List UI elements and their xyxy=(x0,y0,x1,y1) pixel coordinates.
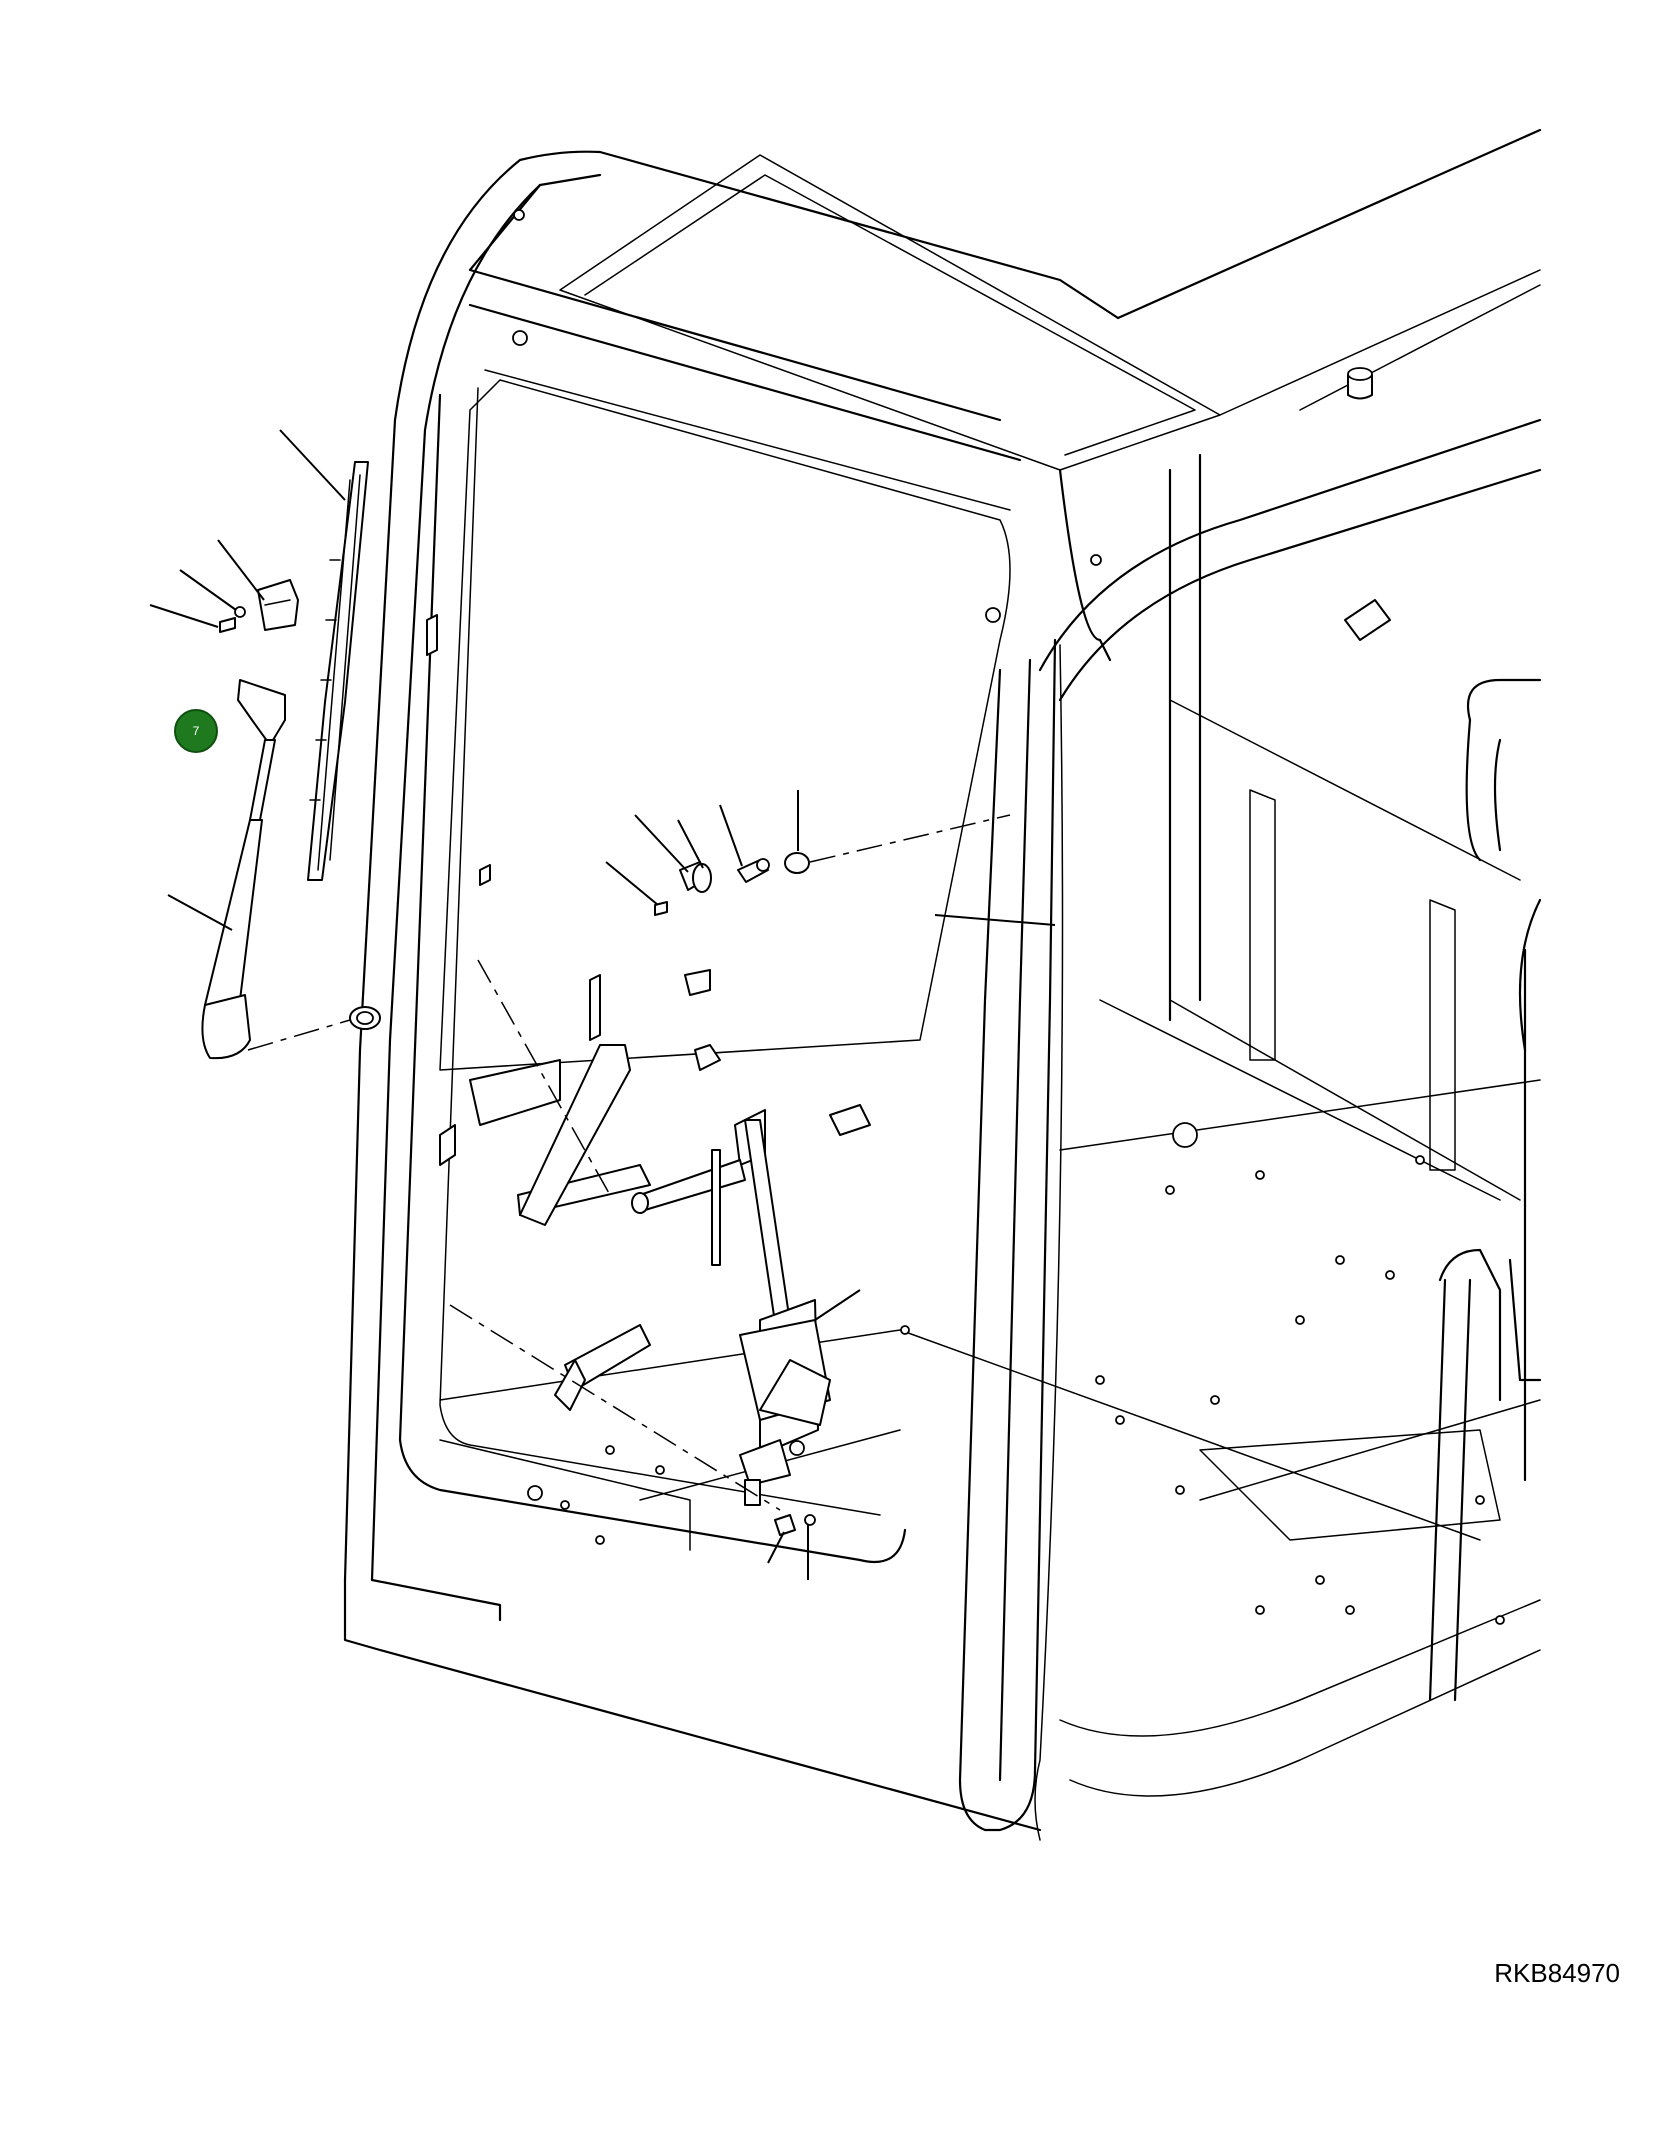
wiper-pivot-cap xyxy=(349,1006,381,1030)
drawing-reference-code: RKB84970 xyxy=(1494,1958,1620,1988)
cab-frame xyxy=(343,128,1542,1841)
wiper-blade xyxy=(307,461,369,881)
wiper-arm-cover-and-nut xyxy=(219,579,299,633)
floor-mount-holes xyxy=(527,1122,1505,1625)
wiper-motor-assembly xyxy=(631,1109,831,1536)
door-brackets xyxy=(426,599,1391,1411)
callout-badge[interactable]: 7 xyxy=(174,709,218,753)
callout-leader-lines xyxy=(149,429,1056,1580)
wiper-arm xyxy=(201,679,286,1060)
assembly-center-lines xyxy=(247,814,1011,1511)
